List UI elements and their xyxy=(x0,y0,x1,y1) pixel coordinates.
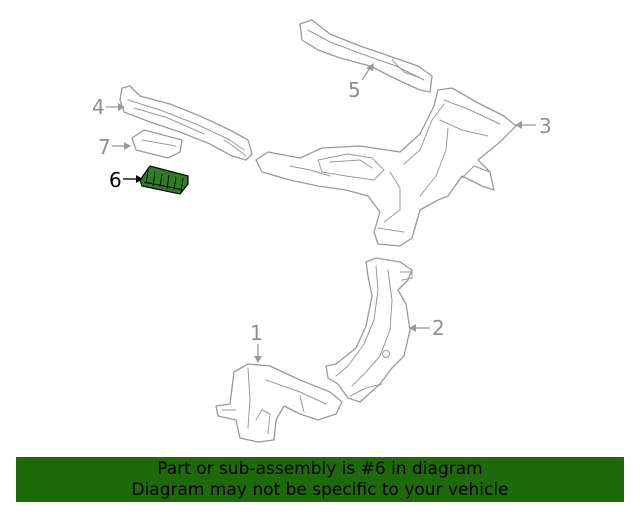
svg-text:2: 2 xyxy=(432,316,445,340)
callout-4: 4 xyxy=(92,95,125,119)
info-banner: Part or sub-assembly is #6 in diagram Di… xyxy=(16,457,624,502)
svg-text:5: 5 xyxy=(348,78,361,102)
callout-7: 7 xyxy=(98,135,131,159)
callout-3: 3 xyxy=(515,114,552,138)
callout-1: 1 xyxy=(250,321,263,363)
banner-line-2: Diagram may not be specific to your vehi… xyxy=(131,480,509,500)
callout-5: 5 xyxy=(348,63,374,102)
callout-2: 2 xyxy=(409,316,445,340)
svg-text:7: 7 xyxy=(98,135,111,159)
part-7-pad xyxy=(131,129,183,159)
part-3-main-duct xyxy=(255,87,517,247)
part-1-duct xyxy=(215,363,343,443)
svg-text:6: 6 xyxy=(109,168,122,192)
parts-diagram: 1 2 3 4 5 6 7 xyxy=(92,19,552,443)
svg-text:1: 1 xyxy=(250,321,263,345)
part-4-duct xyxy=(119,85,253,161)
part-5-duct xyxy=(299,19,433,93)
part-2-duct xyxy=(325,257,413,403)
banner-line-1: Part or sub-assembly is #6 in diagram xyxy=(157,459,483,479)
callout-6: 6 xyxy=(109,168,143,192)
part-6-grille xyxy=(139,165,189,195)
svg-text:3: 3 xyxy=(539,114,552,138)
svg-text:4: 4 xyxy=(92,95,105,119)
